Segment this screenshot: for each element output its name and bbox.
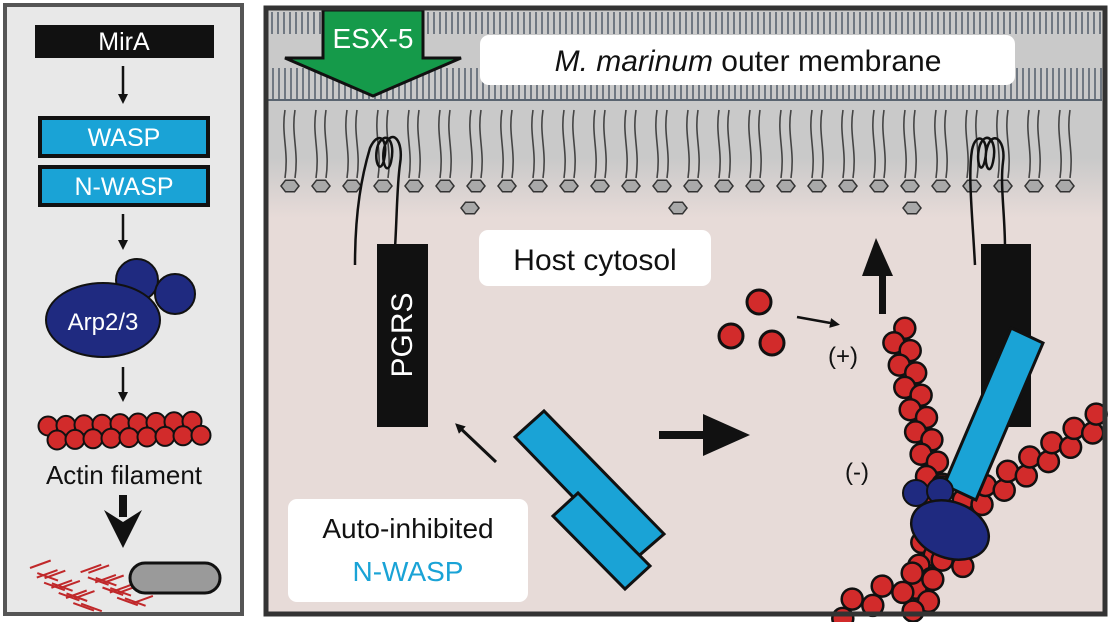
arp23-label: Arp2/3: [68, 309, 139, 336]
bacterium-actin-tail: [29, 559, 222, 613]
pgrs-label: PGRS: [386, 292, 419, 377]
mira-label: MirA: [98, 28, 150, 56]
autoinhibited-label-line1: Auto-inhibited: [322, 513, 493, 544]
wasp-box: WASP: [38, 116, 210, 158]
svg-text:M. marinum outer membrane: M. marinum outer membrane: [555, 45, 942, 78]
activation-arrow: [659, 414, 750, 456]
active-nwasp: [942, 325, 1045, 503]
main-panel: ESX-5 M. marinum outer membrane PGRS Hos…: [263, 5, 1108, 622]
arp23-branch-complex: [902, 477, 991, 561]
esx5-label: ESX-5: [333, 23, 414, 54]
arrow-to-pgrs: [455, 423, 498, 464]
membrane-label-italic: M. marinum: [555, 45, 713, 78]
minus-end-label: (-): [845, 459, 869, 486]
mira-box: MirA: [35, 25, 214, 58]
arp23-complex: Arp2/3: [45, 258, 196, 358]
nwasp-label: N-WASP: [74, 173, 173, 201]
wasp-label: WASP: [88, 124, 161, 152]
bold-arrow-down: [104, 495, 142, 548]
left-pathway-panel: MirA WASP N-WASP Arp2/3 Actin filament: [3, 3, 244, 616]
cytosol-label-box: Host cytosol: [479, 230, 711, 286]
plus-end-label: (+): [828, 343, 858, 370]
actin-filament-label: Actin filament: [46, 460, 203, 490]
membrane-label-box: M. marinum outer membrane: [480, 35, 1015, 85]
pgrs-protein-left: PGRS: [353, 135, 428, 427]
cytosol-label: Host cytosol: [513, 244, 676, 277]
inner-lipid-layer: [280, 109, 1075, 215]
left-actin-filament: [37, 410, 212, 451]
autoinhibited-label-line2: N-WASP: [353, 556, 464, 587]
autoinhibited-label-box: Auto-inhibited N-WASP: [288, 499, 528, 602]
nwasp-box: N-WASP: [38, 165, 210, 207]
arrow-monomer-addition: [796, 315, 840, 328]
autoinhibited-nwasp: [512, 408, 667, 592]
actin-monomers: [717, 288, 786, 357]
membrane-label-rest: outer membrane: [713, 45, 941, 78]
esx5-secretion-arrow: ESX-5: [284, 8, 462, 98]
growth-arrow: [862, 238, 893, 314]
